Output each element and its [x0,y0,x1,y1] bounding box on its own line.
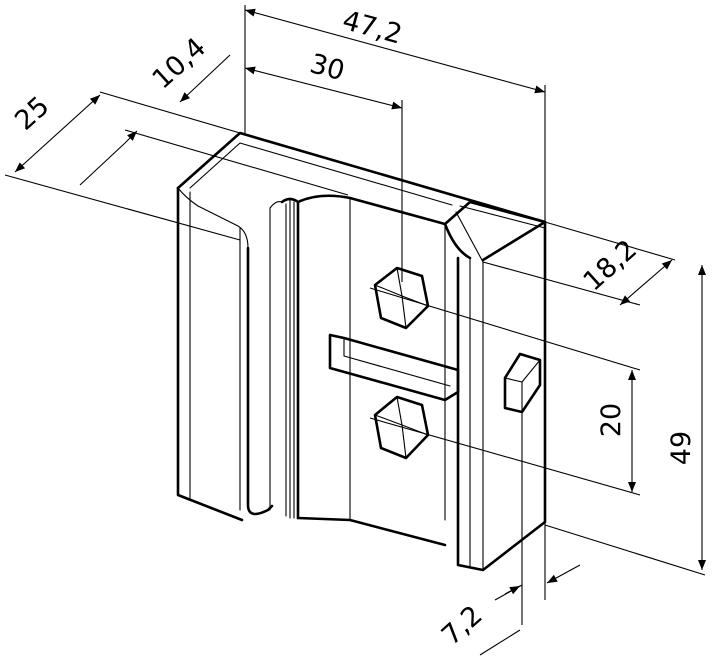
right-block-gap [455,205,546,263]
left-channel-wall [239,207,271,511]
dim-line-25 [14,94,101,173]
groove-top [269,201,283,209]
flange-nut-edge [504,359,541,413]
saddle-bottom [296,516,447,547]
dimension-labels: 47,2 30 10,4 25 18,2 20 49 7,2 [9,5,697,652]
right-block-top [443,200,547,226]
dim-line-10-4 [79,142,126,186]
top-face-inner-edge [189,142,453,206]
clamp-body [176,131,547,572]
flange-nut [503,352,542,414]
dim-top-depth: 10,4 [147,32,212,95]
dim-line-47-2 [244,8,546,94]
dim-height: 49 [666,431,697,465]
center-slot [328,333,460,402]
saddle-inner-edge [349,197,446,521]
extension-lines [4,5,706,625]
saddle-curve [296,194,472,260]
left-rounded-lip [177,187,249,249]
dim-flange-thickness: 7,2 [436,600,489,652]
dimension-lines [14,8,706,656]
left-channel [246,246,274,516]
groove-lines [285,199,295,519]
dim-front-flange: 18,2 [578,234,643,297]
center-slot-inner [343,337,451,387]
dim-overall-depth: 25 [9,91,55,137]
left-outer-edge [176,186,244,522]
top-face [176,131,547,262]
dim-overall-width: 47,2 [339,5,405,51]
dim-line-18-2 [619,259,673,306]
dim-bolt-spacing: 20 [596,403,627,437]
dim-line-30 [244,66,403,110]
dim-bolt-offset: 30 [307,48,348,87]
